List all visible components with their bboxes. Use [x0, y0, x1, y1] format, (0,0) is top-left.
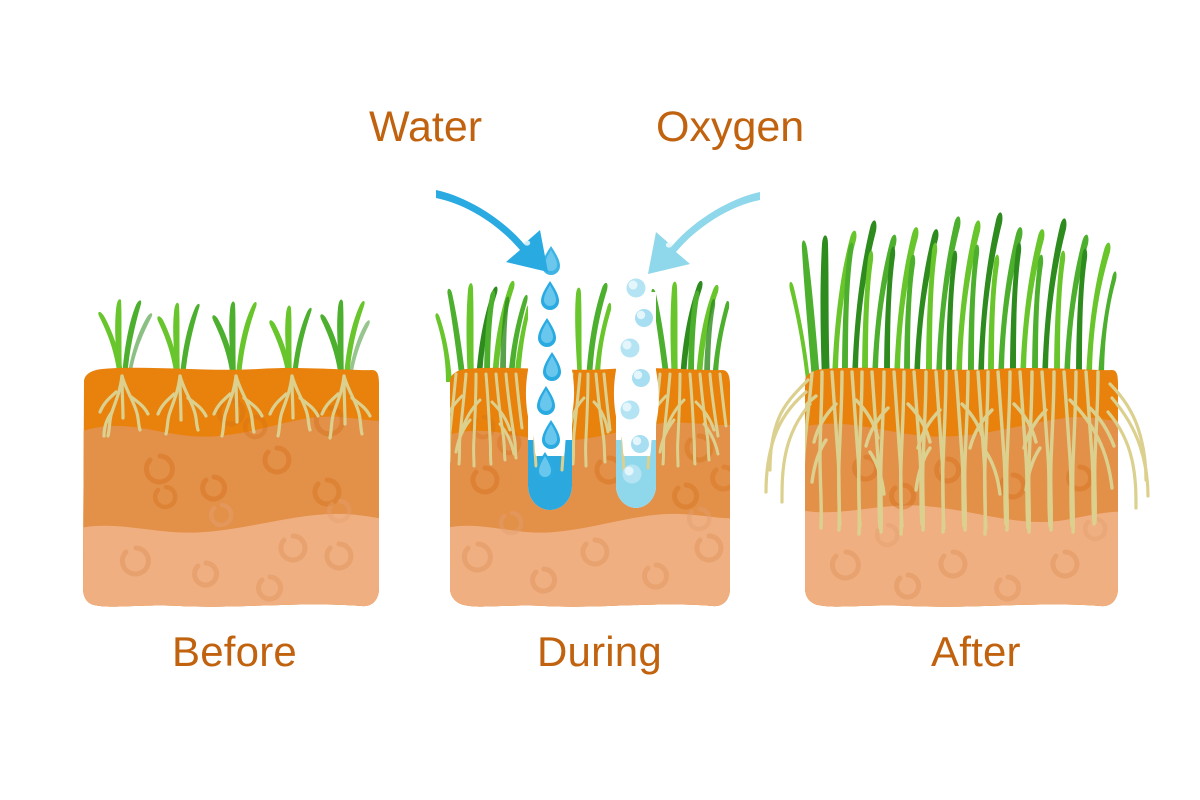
roots-after [805, 370, 1116, 536]
soil-pebbles-before [119, 397, 354, 602]
soil-block-after [805, 367, 1118, 607]
roots-before [98, 374, 372, 440]
water-arrow-icon [436, 190, 548, 272]
stage-during [435, 190, 760, 607]
stage-after [764, 212, 1150, 607]
grass-before [98, 299, 370, 378]
soil-block-during [450, 367, 730, 607]
label-water: Water [369, 103, 483, 151]
caption-during: During [537, 628, 662, 675]
aeration-hole-water [525, 246, 575, 510]
roots-after-overflow [764, 378, 1150, 510]
roots-during [450, 372, 728, 468]
caption-before: Before [172, 628, 297, 675]
stage-before [83, 299, 379, 607]
label-oxygen: Oxygen [656, 103, 805, 151]
grass-after [789, 212, 1117, 380]
soil-pebbles-during [461, 414, 730, 594]
oxygen-arrow-icon [648, 192, 760, 274]
oxygen-bubbles [620, 278, 653, 484]
caption-after: After [931, 628, 1021, 675]
soil-block-before [83, 367, 379, 607]
grass-during [435, 280, 730, 382]
aeration-hole-oxygen [613, 278, 659, 508]
